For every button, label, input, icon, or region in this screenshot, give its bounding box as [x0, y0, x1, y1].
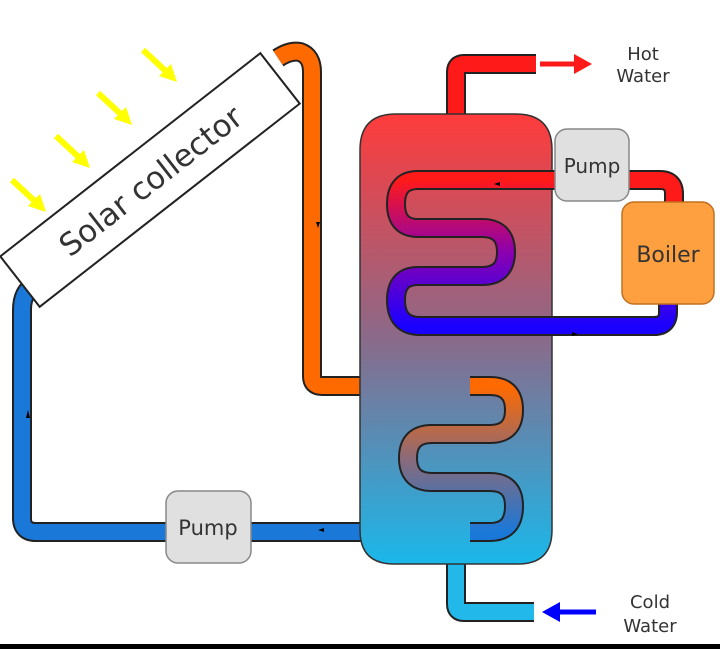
- lower-heat-exchanger-coil: [398, 376, 524, 542]
- flow-arrow-icon: [494, 182, 500, 186]
- hot-water-label-line2: Water: [616, 66, 670, 87]
- flow-arrow-icon: [316, 222, 320, 228]
- bottom-border: [0, 644, 720, 649]
- sun-ray-icon: [140, 47, 177, 82]
- cold-water-label-line2: Water: [623, 616, 677, 637]
- hot-water-arrow-icon: [540, 54, 592, 74]
- cold-water-label-line1: Cold: [630, 592, 670, 613]
- hot-water-label-line1: Hot: [627, 44, 659, 65]
- boiler-supply-pipe: [628, 170, 684, 204]
- boiler: Boiler: [621, 201, 715, 305]
- upper-heat-exchanger-coil: [386, 170, 678, 336]
- cold-water-inlet-pipe: [446, 560, 534, 622]
- sun-ray-icon: [9, 177, 46, 212]
- solar-pump: Pump: [165, 490, 252, 564]
- solar-collector: Solar collector: [0, 51, 302, 309]
- sun-ray-icon: [95, 90, 132, 125]
- flow-arrow-icon: [572, 332, 578, 336]
- boiler-pump: Pump: [554, 128, 630, 202]
- sun-ray-icon: [53, 133, 90, 168]
- cold-water-arrow-icon: [542, 602, 596, 622]
- solar-pump-label: Pump: [178, 516, 237, 540]
- solar-collector-label: Solar collector: [53, 99, 250, 264]
- flow-arrow-icon: [318, 528, 324, 532]
- boiler-label: Boiler: [636, 243, 700, 268]
- sun-rays: [9, 47, 177, 212]
- boiler-pump-label: Pump: [564, 154, 621, 178]
- flow-arrow-icon: [26, 410, 30, 418]
- hot-water-outlet-pipe: [446, 54, 536, 118]
